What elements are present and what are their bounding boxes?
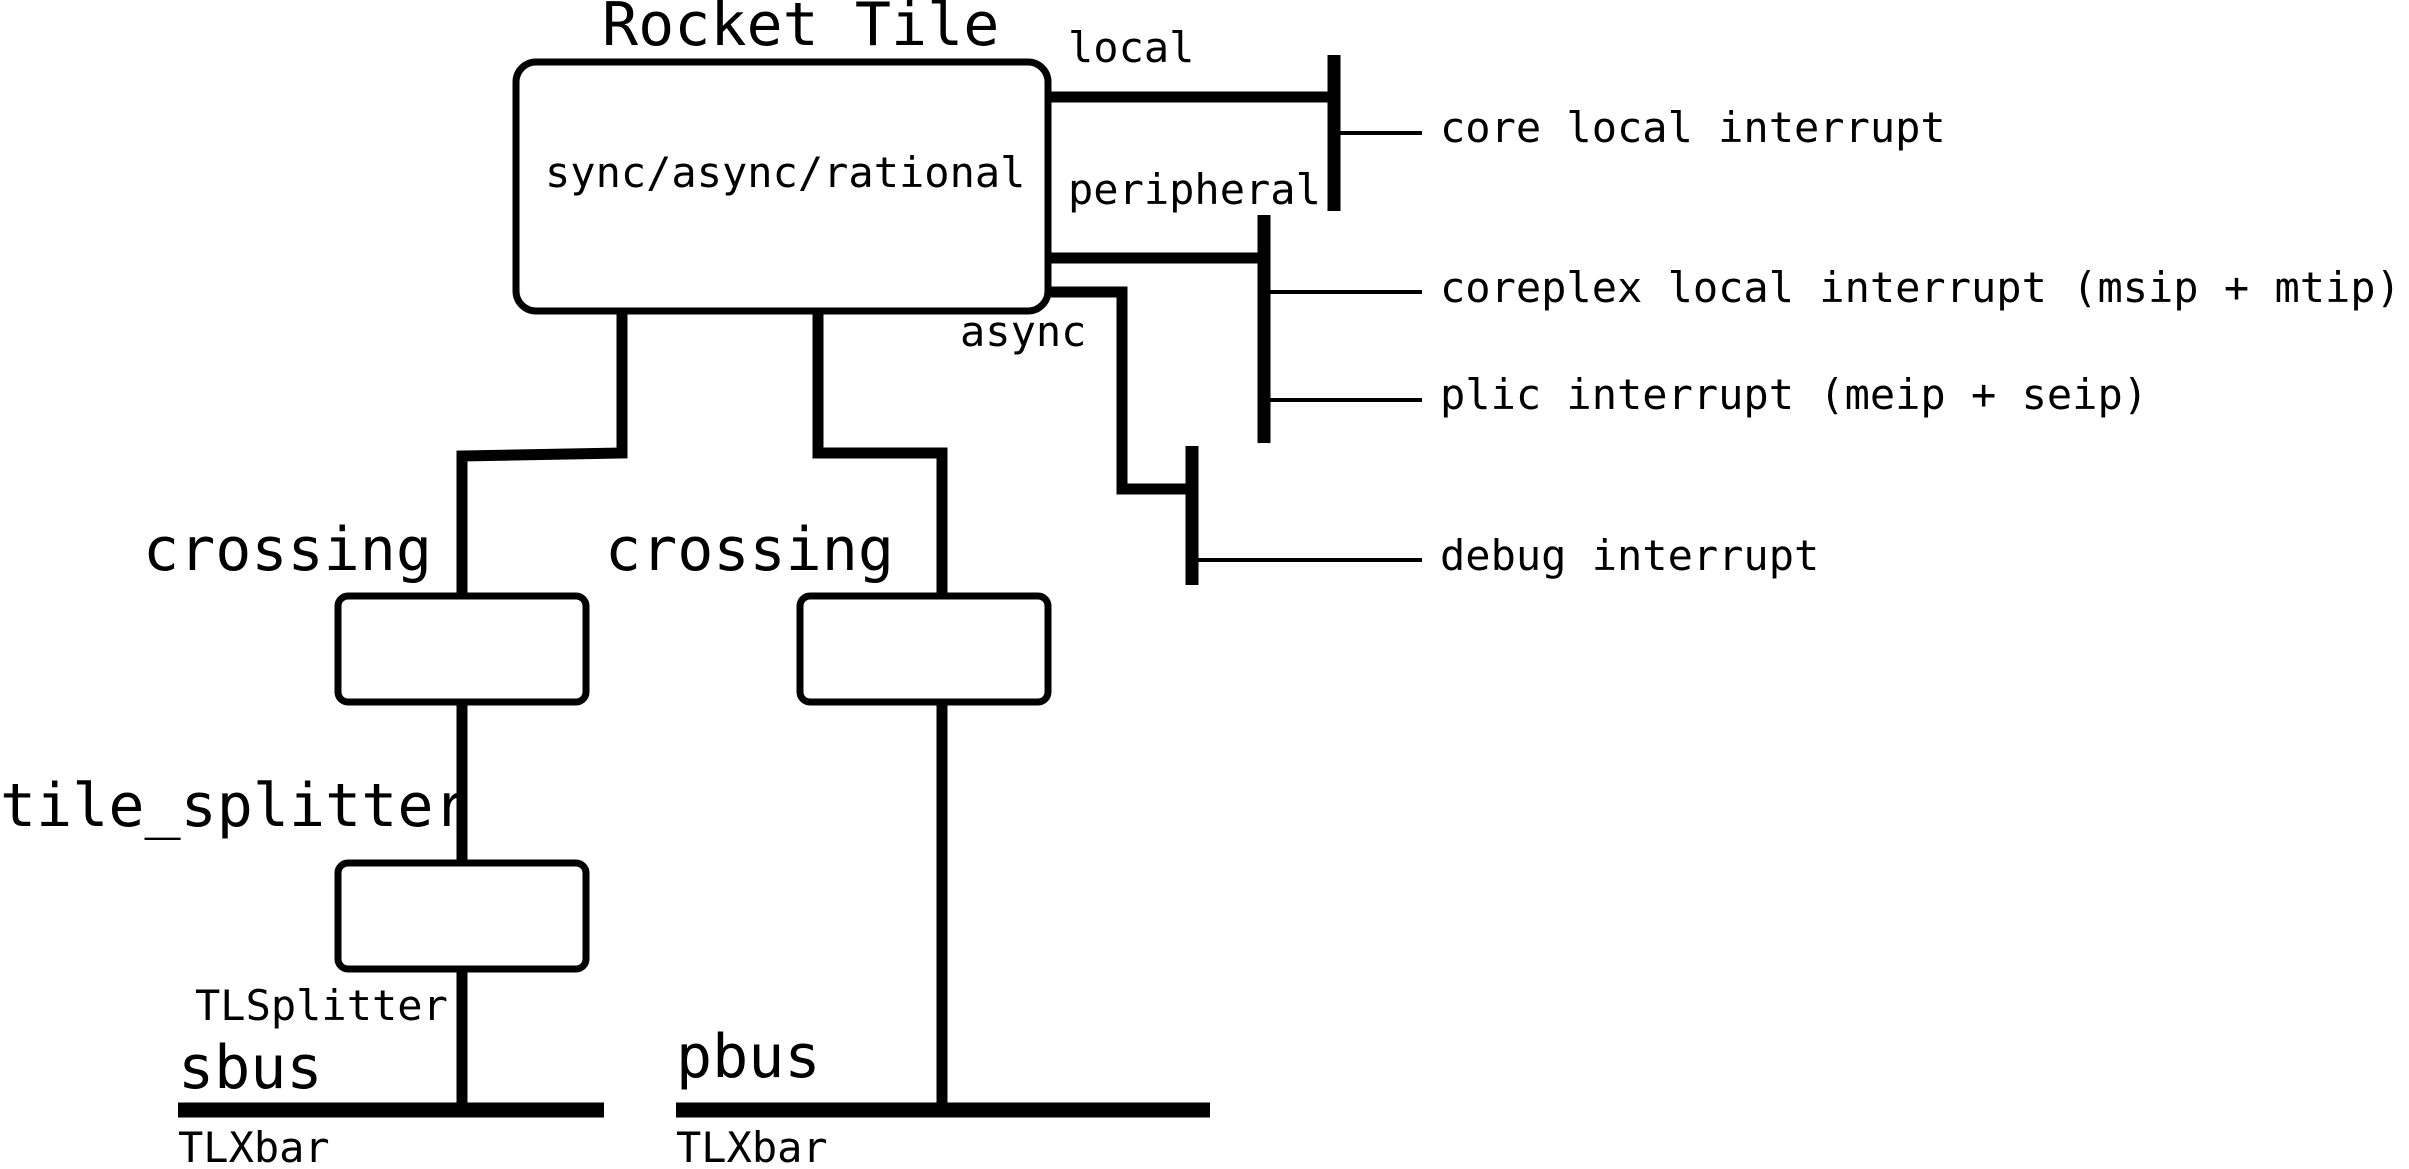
core-local-interrupt-label: core local interrupt <box>1440 103 1946 152</box>
left-crossing-box <box>334 592 590 706</box>
tile-splitter-box <box>334 859 590 973</box>
left-crossing-label: crossing <box>143 515 432 585</box>
splitter-type-label: TLSplitter <box>195 981 448 1030</box>
rocket-tile-box <box>512 58 1052 315</box>
wire-tile-to-left-crossing <box>456 310 628 598</box>
coreplex-local-interrupt-label: coreplex local interrupt (msip + mtip) <box>1440 263 2401 312</box>
pbus-type-label: TLXbar <box>676 1123 828 1169</box>
sbus-label: sbus <box>178 1033 323 1103</box>
wire-tile-to-right-crossing <box>812 310 948 598</box>
tile-splitter-label: tile_splitter <box>0 771 470 841</box>
rocket-tile-title: Rocket Tile <box>602 0 999 60</box>
right-crossing-label: crossing <box>605 515 894 585</box>
plic-interrupt-label: plic interrupt (meip + seip) <box>1440 370 2148 419</box>
wire-async-port <box>1046 286 1192 495</box>
sbus-type-label: TLXbar <box>178 1123 330 1169</box>
crossing-type-label: sync/async/rational <box>545 148 1025 197</box>
peripheral-port-label: peripheral <box>1068 165 1321 214</box>
async-port-label: async <box>960 307 1086 356</box>
local-port-label: local <box>1068 23 1194 72</box>
debug-interrupt-label: debug interrupt <box>1440 531 1819 580</box>
right-crossing-box <box>796 592 1052 706</box>
pbus-label: pbus <box>676 1022 821 1092</box>
